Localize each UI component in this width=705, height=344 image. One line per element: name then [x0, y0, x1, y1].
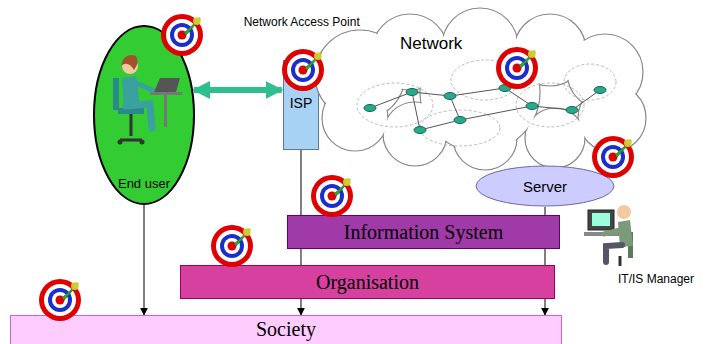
target-arrow — [234, 229, 250, 246]
subnet-cloud — [516, 83, 584, 127]
target-splash — [71, 282, 79, 290]
organisation-band: Organisation — [180, 265, 555, 299]
network-cloud-outline — [300, 10, 655, 170]
connector — [194, 87, 282, 93]
target-ring — [324, 188, 340, 204]
target-ring — [48, 288, 72, 312]
connector — [144, 205, 145, 315]
router-node — [526, 103, 538, 110]
network-link — [460, 106, 532, 120]
router-node — [364, 105, 376, 112]
target-ring — [211, 225, 253, 267]
society-band: Society — [10, 315, 562, 344]
subnet-cloud — [564, 64, 616, 100]
target-ring — [311, 175, 353, 217]
ellipse-outline — [476, 166, 614, 206]
end-user-ellipse: End user — [93, 25, 195, 205]
router-node — [444, 93, 456, 100]
information-system-band: Information System — [287, 215, 560, 249]
router-node — [406, 89, 418, 96]
target-ring — [316, 180, 348, 212]
target-ring — [609, 153, 618, 162]
target-ring — [52, 292, 68, 308]
router-node — [594, 87, 606, 94]
target-ring — [178, 31, 187, 40]
target-icons — [39, 14, 634, 321]
target-ring — [220, 234, 244, 258]
target-splash — [243, 228, 251, 236]
target-ring — [56, 296, 65, 305]
node-label: End user — [118, 176, 170, 191]
node-label: ISP — [290, 95, 313, 111]
target-ring — [228, 242, 237, 251]
network-cloud: Network — [300, 10, 655, 170]
node-label: Society — [256, 318, 316, 341]
target-ring — [224, 238, 240, 254]
node-label: Network — [400, 34, 462, 54]
target-ring — [216, 230, 248, 262]
server-ellipse: Server — [475, 165, 615, 207]
ellipse-outline — [94, 26, 194, 204]
subnet-cloud — [357, 83, 433, 127]
subnet-cloud — [451, 60, 519, 100]
cloud-fill — [579, 85, 645, 151]
target-arrow — [184, 18, 200, 35]
node-heading: Network Access Point — [242, 15, 362, 30]
node-label: Organisation — [316, 271, 419, 294]
target-ring — [44, 284, 76, 316]
target-splash — [193, 17, 201, 25]
target-ring — [174, 27, 190, 43]
target-icon — [311, 175, 353, 217]
node-label: Information System — [344, 221, 503, 244]
router-node — [414, 127, 426, 134]
figure-label: IT/IS Manager — [618, 272, 694, 286]
isp-box: Network Access PointISP — [283, 60, 320, 150]
target-arrow — [334, 179, 350, 196]
subnet-cloud — [420, 110, 500, 146]
network-link — [412, 92, 420, 130]
target-ring — [328, 192, 337, 201]
network-link — [450, 88, 505, 96]
router-node — [454, 117, 466, 124]
manager-figure — [584, 205, 633, 266]
node-label: Server — [523, 178, 567, 195]
target-icon — [211, 225, 253, 267]
target-arrow — [62, 283, 78, 300]
network-link — [370, 92, 412, 108]
target-splash — [343, 178, 351, 186]
router-node — [499, 85, 511, 92]
cloud-fill — [323, 86, 387, 150]
target-ring — [320, 184, 344, 208]
cloud-fill — [526, 109, 584, 167]
router-node — [566, 107, 578, 114]
